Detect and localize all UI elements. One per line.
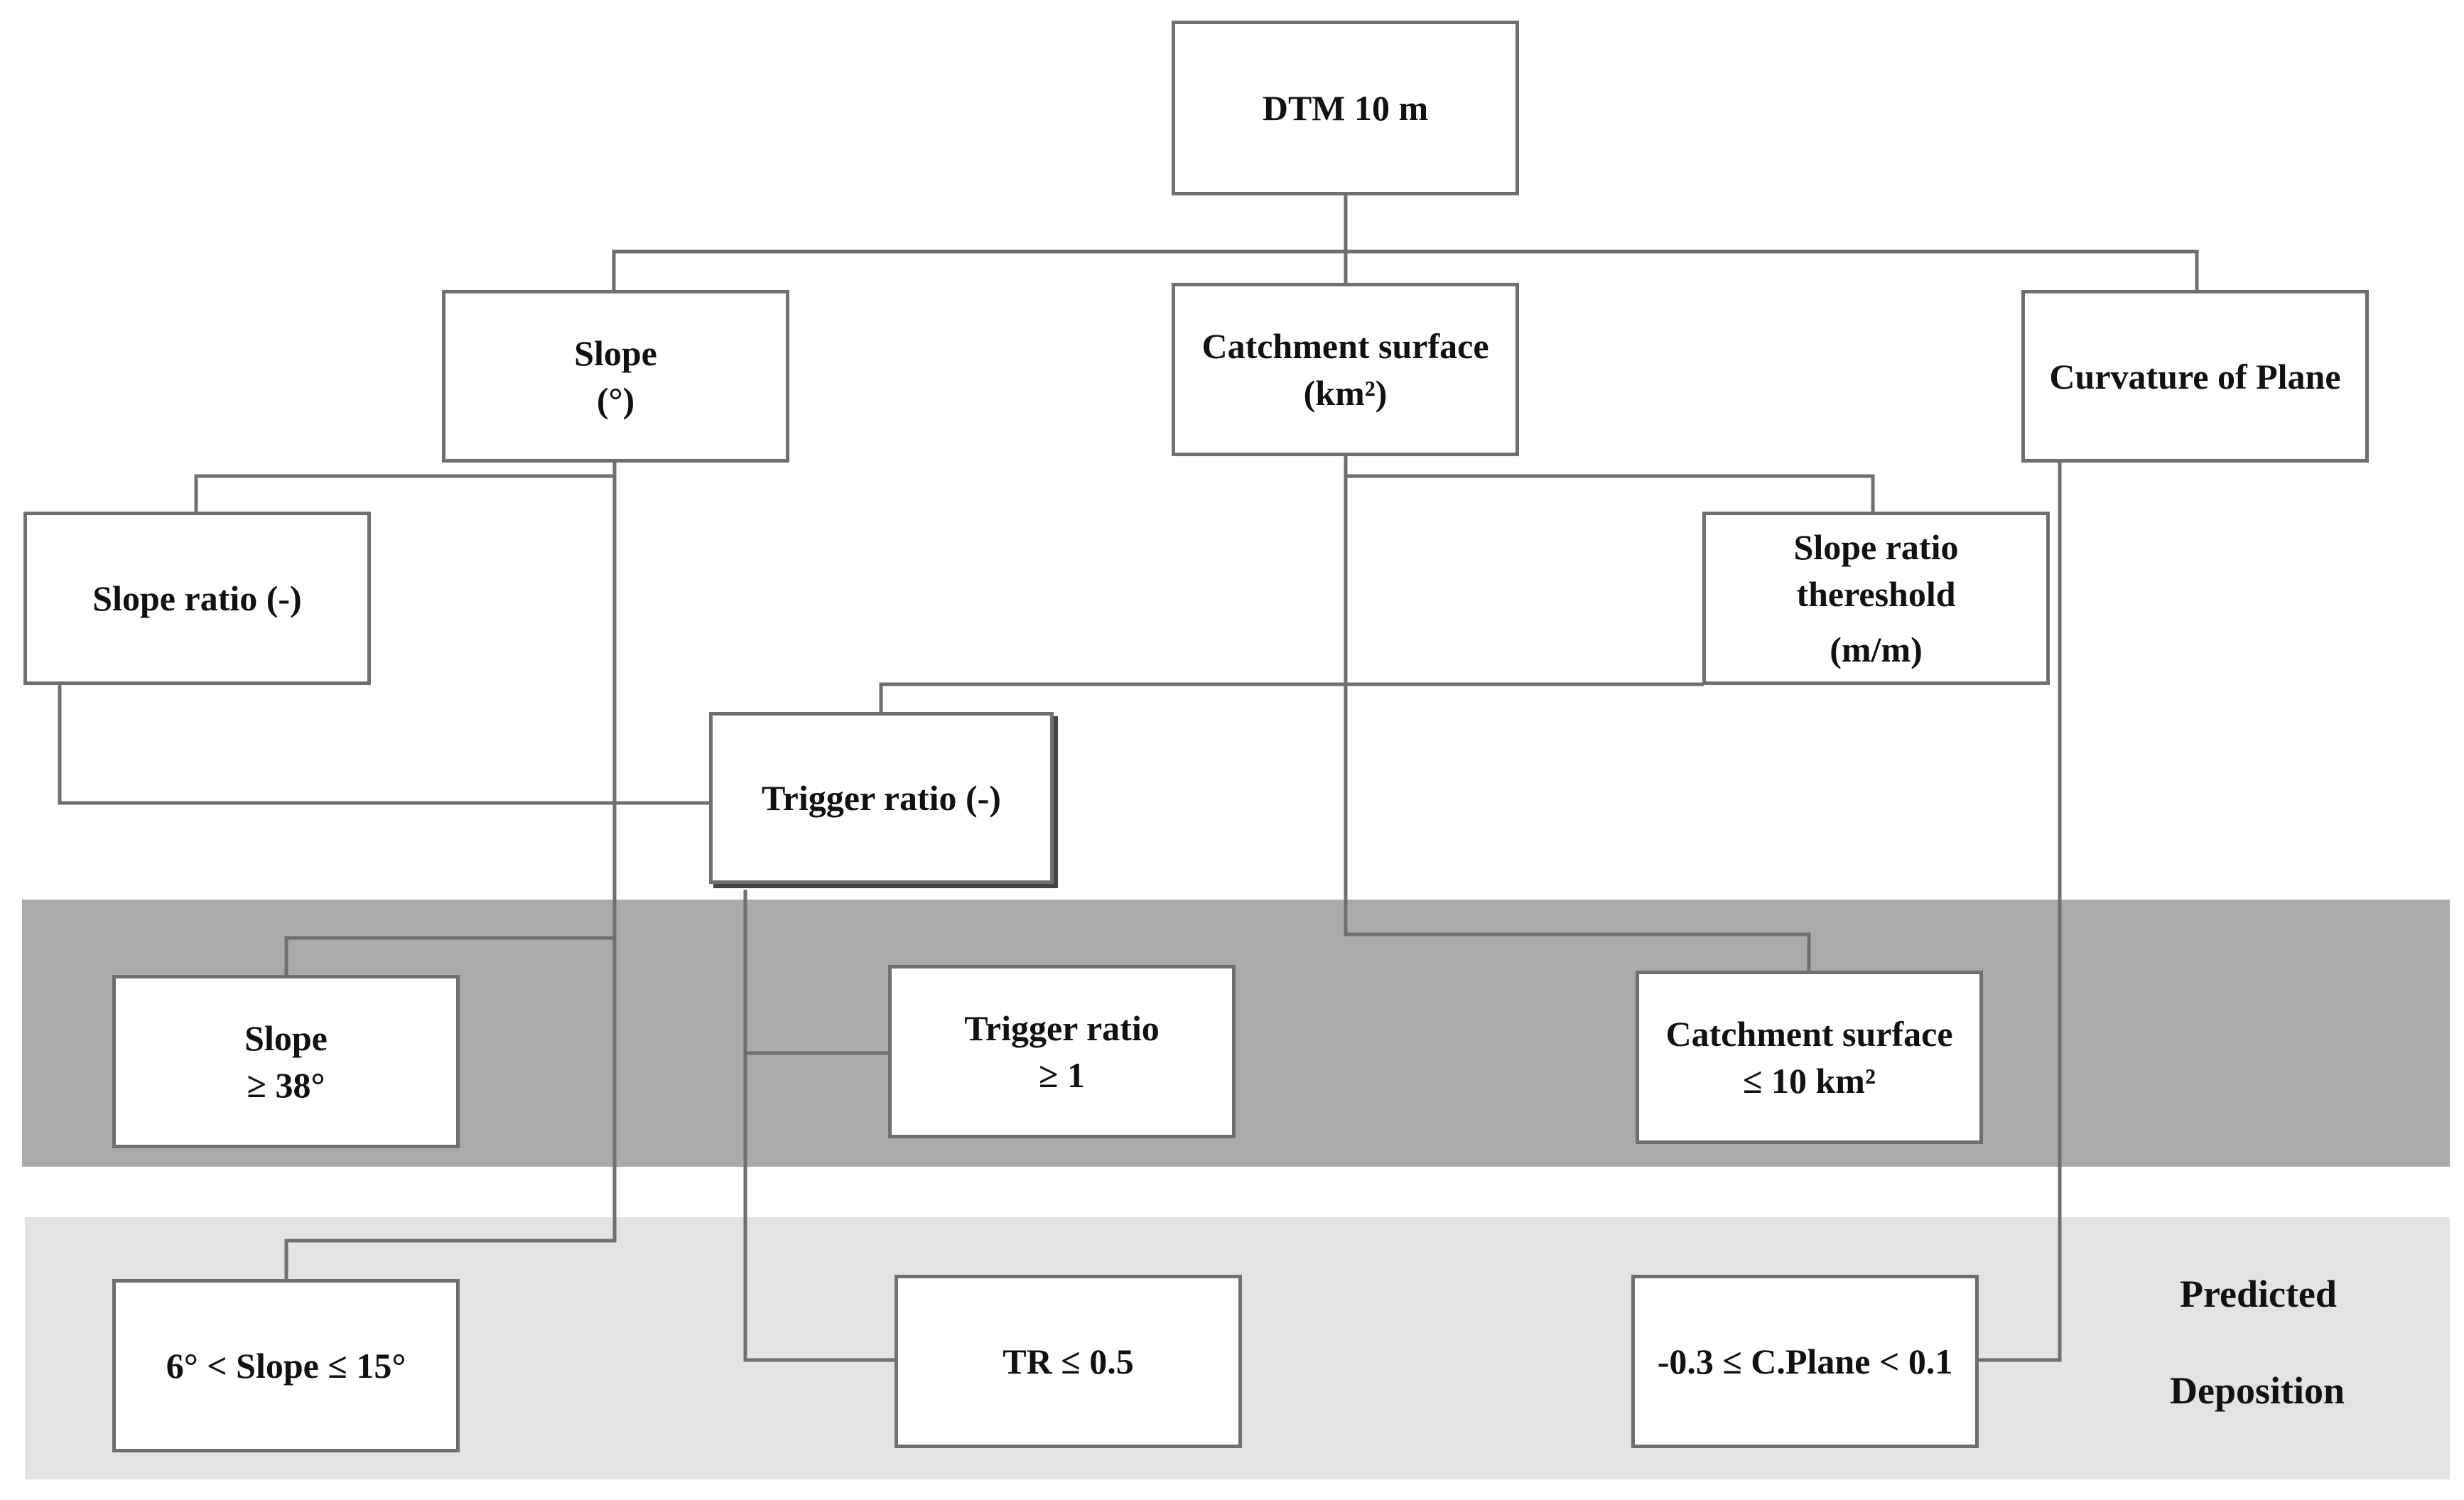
catchment-trigger-threshold: ≤ 10 km² <box>1743 1061 1876 1101</box>
cplane-deposition-node: -0.3 ≤ C.Plane < 0.1 <box>1631 1275 1979 1448</box>
tr-deposition-label: TR ≤ 0.5 <box>1003 1342 1134 1381</box>
slope-deposition-label: 6° < Slope ≤ 15° <box>166 1346 406 1386</box>
slope-unit: (°) <box>596 379 635 420</box>
trigger-ratio-trigger-threshold: ≥ 1 <box>1039 1055 1085 1095</box>
catchment-trigger-node: Catchment surface ≤ 10 km² <box>1636 971 1983 1144</box>
slope-deposition-node: 6° < Slope ≤ 15° <box>112 1279 460 1452</box>
slope-trigger-threshold: ≥ 38° <box>247 1065 325 1105</box>
trigger-ratio-trigger-label: Trigger ratio <box>964 1008 1160 1048</box>
dtm-label: DTM 10 m <box>1262 88 1429 128</box>
trigger-ratio-trigger-node: Trigger ratio ≥ 1 <box>888 965 1236 1138</box>
predicted-label: Predicted <box>2180 1273 2337 1315</box>
curvature-label: Curvature of Plane <box>2049 356 2341 396</box>
trigger-ratio-label: Trigger ratio (-) <box>762 778 1001 818</box>
deposition-label: Deposition <box>2170 1369 2345 1412</box>
cplane-deposition-label: -0.3 ≤ C.Plane < 0.1 <box>1657 1342 1953 1381</box>
slope-ratio-node: Slope ratio (-) <box>23 512 371 685</box>
trigger-ratio-node: Trigger ratio (-) <box>709 712 1054 884</box>
catchment-unit: (km²) <box>1303 373 1388 413</box>
catchment-label: Catchment surface <box>1201 326 1489 366</box>
threshold-unit: (m/m) <box>1830 630 1923 669</box>
catchment-node: Catchment surface (km²) <box>1172 283 1519 456</box>
catchment-trigger-label: Catchment surface <box>1665 1014 1953 1054</box>
slope-ratio-label: Slope ratio (-) <box>92 578 302 618</box>
slope-ratio-threshold-node: Slope ratio thereshold (m/m) <box>1702 512 2050 685</box>
slope-label: Slope <box>574 333 657 373</box>
curvature-node: Curvature of Plane <box>2021 290 2369 463</box>
tr-deposition-node: TR ≤ 0.5 <box>895 1275 1242 1448</box>
slope-node: Slope (°) <box>442 290 789 463</box>
threshold-line-2: thereshold <box>1796 574 1956 614</box>
slope-trigger-node: Slope ≥ 38° <box>112 975 460 1148</box>
threshold-line-1: Slope ratio <box>1793 527 1959 567</box>
slope-trigger-label: Slope <box>244 1018 328 1058</box>
dtm-node: DTM 10 m <box>1172 21 1519 195</box>
